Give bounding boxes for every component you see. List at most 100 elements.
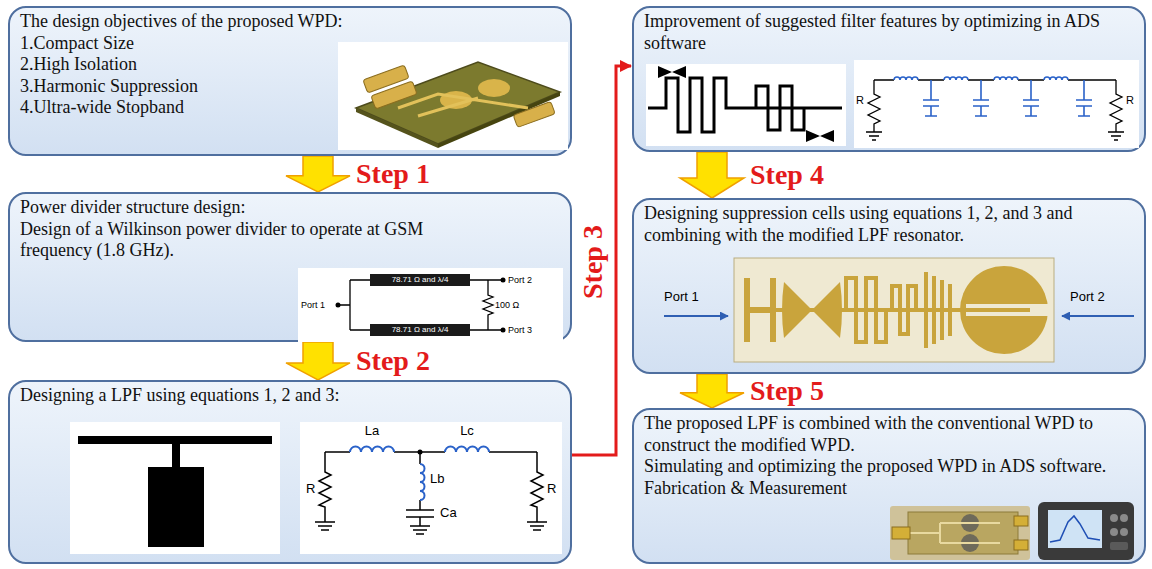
schematic-label: Lb — [430, 472, 444, 487]
wpd-photo — [890, 506, 1030, 560]
pcb-render-part — [438, 92, 560, 148]
filter-photo-part — [744, 307, 776, 313]
step-label: Step 4 — [750, 161, 824, 189]
lpf-layout-part — [70, 422, 280, 554]
lpf-layout-part — [172, 444, 180, 467]
box-text: 2.High Isolation — [20, 54, 320, 76]
step-label: Step 1 — [356, 160, 430, 188]
filter-photo-part — [940, 280, 944, 340]
wilkinson-schematic-part — [370, 274, 470, 286]
box-heading: Improvement of suggested filter features… — [644, 11, 1134, 54]
step-elbow-arrow — [572, 66, 631, 455]
schematic-label: Port 1 — [301, 300, 325, 310]
schematic-label: Port 2 — [1070, 290, 1105, 305]
filter-circuit-part — [874, 79, 1116, 80]
step-block-arrow — [286, 342, 350, 380]
pcb-render-part — [371, 81, 417, 109]
schematic-label: R — [547, 482, 556, 497]
step-block-arrow — [680, 374, 744, 408]
step-label: Step 5 — [750, 377, 824, 405]
analyzer-photo-part — [1050, 516, 1100, 542]
step-box: The proposed LPF is combined with the co… — [632, 408, 1146, 564]
port-arrows-part — [1062, 315, 1134, 317]
step-label: Step 2 — [356, 347, 430, 375]
analyzer-photo-part — [1110, 528, 1118, 536]
lpf-circuit-part — [315, 452, 335, 530]
port-arrows — [634, 308, 1148, 324]
schematic-label: 100 Ω — [495, 300, 519, 310]
box-text: Simulating and optimizing the proposed W… — [644, 456, 1134, 478]
wilkinson-schematic-part — [336, 303, 341, 308]
schematic-label: Ca — [440, 506, 457, 521]
wpd-photo-part — [910, 523, 1000, 543]
lpf-circuit — [300, 422, 562, 554]
filter-photo-part — [948, 284, 952, 336]
filter-circuit-part — [1108, 80, 1124, 140]
filter-photo-part — [782, 282, 842, 338]
step-box: The design objectives of the proposed WP… — [8, 6, 572, 156]
filter-circuit-part — [866, 80, 882, 140]
pcb-render-part — [513, 102, 555, 128]
filter-circuit-part — [854, 60, 1139, 148]
wpd-photo-part — [1014, 516, 1028, 526]
wilkinson-schematic-part — [370, 324, 470, 336]
lpf-circuit-part — [300, 422, 562, 554]
wpd-photo-part — [892, 527, 910, 539]
filter-layout — [646, 64, 846, 146]
lpf-layout-part — [148, 467, 204, 547]
filter-layout-part — [646, 64, 846, 146]
port-arrows-part — [664, 315, 728, 317]
box-heading: Power divider structure design: — [20, 197, 560, 219]
wilkinson-schematic-part — [298, 268, 563, 342]
step-box: Designing suppression cells using equati… — [632, 198, 1146, 374]
lpf-layout — [70, 422, 280, 554]
analyzer-photo-part — [1048, 510, 1102, 548]
analyzer-photo-part — [1110, 514, 1118, 522]
lpf-circuit-part — [445, 447, 489, 453]
wilkinson-schematic-part — [501, 328, 506, 333]
filter-photo-part — [734, 258, 1054, 362]
step-box: Designing a LPF using equations 1, 2 and… — [8, 380, 572, 564]
pcb-render-part — [338, 42, 568, 150]
filter-photo-part — [932, 276, 936, 344]
step-block-arrow — [680, 152, 744, 198]
schematic-label: R — [306, 482, 315, 497]
box-heading: The proposed LPF is combined with the co… — [644, 413, 1134, 456]
filter-photo-part — [924, 272, 928, 348]
box-heading: Designing a LPF using equations 1, 2 and… — [20, 385, 560, 407]
box-text: 4.Ultra-wide Stopband — [20, 97, 320, 119]
schematic-label: R — [856, 94, 864, 107]
box-heading: The design objectives of the proposed WP… — [20, 11, 560, 33]
filter-layout-part — [648, 78, 842, 132]
analyzer-photo-part — [1120, 514, 1128, 522]
box-text: Design of a Wilkinson power divider to o… — [20, 219, 460, 262]
filter-photo-part — [960, 308, 1030, 312]
step-label: Step 3 — [579, 225, 607, 299]
pcb-render-part — [478, 79, 510, 97]
filter-circuit-part — [923, 80, 1092, 116]
lpf-circuit-part — [527, 452, 547, 530]
box-text: 1.Compact Size — [20, 33, 320, 55]
lpf-circuit-part — [420, 464, 425, 500]
lpf-layout-part — [78, 436, 272, 444]
schematic-label: Lc — [460, 424, 474, 439]
schematic-label: 78.71 Ω and λ/4 — [392, 275, 449, 284]
wpd-photo-part — [908, 512, 1018, 554]
pcb-render — [338, 42, 568, 150]
lpf-circuit-part — [406, 452, 434, 534]
lpf-circuit-part — [325, 451, 537, 453]
wilkinson-schematic-part — [501, 278, 506, 283]
analyzer-photo-part — [1120, 528, 1128, 536]
wilkinson-schematic-part — [338, 280, 503, 330]
analyzer-photo — [1038, 502, 1134, 560]
filter-photo-part — [892, 286, 916, 334]
filter-layout-part — [756, 86, 804, 130]
pcb-render-part — [356, 62, 560, 144]
pcb-render-part — [398, 94, 528, 116]
wpd-photo-part — [890, 506, 1030, 560]
box-text: Fabrication & Measurement — [644, 478, 884, 500]
filter-photo-part — [846, 278, 886, 342]
analyzer-photo-part — [1110, 542, 1128, 550]
lpf-circuit-part — [418, 450, 423, 455]
filter-circuit — [854, 60, 1139, 148]
